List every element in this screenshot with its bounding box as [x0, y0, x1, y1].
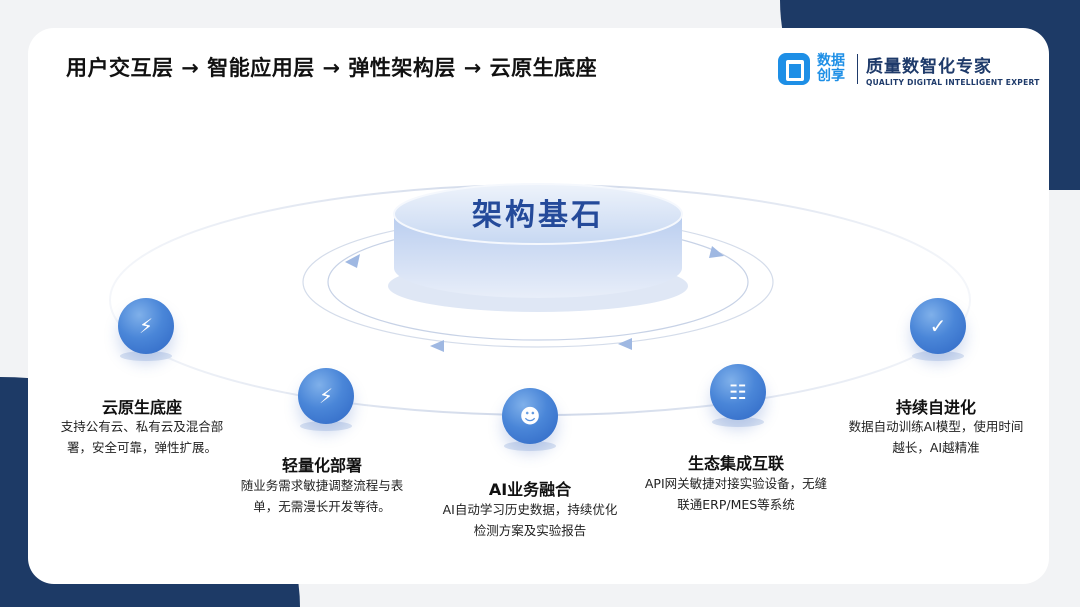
ring-arrow-left — [345, 254, 360, 268]
brand-slogan: 质量数智化专家 — [866, 56, 992, 77]
checklist-icon: ✓ — [910, 298, 966, 354]
node-title-ecosystem: 生态集成互联 — [687, 454, 785, 473]
node-title-ai-fusion: AI业务融合 — [488, 480, 572, 499]
brand-divider — [857, 54, 858, 84]
core-label: 架构基石 — [472, 198, 604, 233]
node-desc-cloud-native: 支持公有云、私有云及混合部署，安全可靠，弹性扩展。 — [60, 419, 224, 455]
brand-mark-icon — [778, 53, 810, 85]
lightbulb-icon: ⚡ — [298, 368, 354, 424]
brand-subtitle: QUALITY DIGITAL INTELLIGENT EXPERT — [866, 77, 1040, 87]
ring-arrow-bottom-left — [430, 340, 444, 352]
brand-name: 数据创享 — [817, 53, 845, 84]
ring-arrow-bottom-right — [618, 338, 632, 350]
clipboard-icon: ☷ — [710, 364, 766, 420]
node-title-self-evolve: 持续自进化 — [895, 398, 977, 417]
node-title-lightweight: 轻量化部署 — [281, 456, 363, 475]
ring-arrow-right — [709, 246, 724, 258]
node-desc-self-evolve: 数据自动训练AI模型，使用时间越长，AI越精准 — [848, 419, 1024, 455]
lightbulb-icon: ⚡ — [118, 298, 174, 354]
node-desc-ecosystem: API网关敏捷对接实验设备，无缝联通ERP/MES等系统 — [644, 476, 828, 512]
node-desc-lightweight: 随业务需求敏捷调整流程与表单，无需漫长开发等待。 — [240, 478, 404, 514]
users-icon: ☻ — [502, 388, 558, 444]
page-title: 用户交互层 → 智能应用层 → 弹性架构层 → 云原生底座 — [66, 56, 598, 80]
brand-logo: 数据创享 质量数智化专家 QUALITY DIGITAL INTELLIGENT… — [778, 52, 1040, 87]
node-title-cloud-native: 云原生底座 — [101, 398, 183, 417]
node-desc-ai-fusion: AI自动学习历史数据，持续优化检测方案及实验报告 — [442, 502, 618, 538]
core-cylinder-top — [393, 183, 683, 245]
